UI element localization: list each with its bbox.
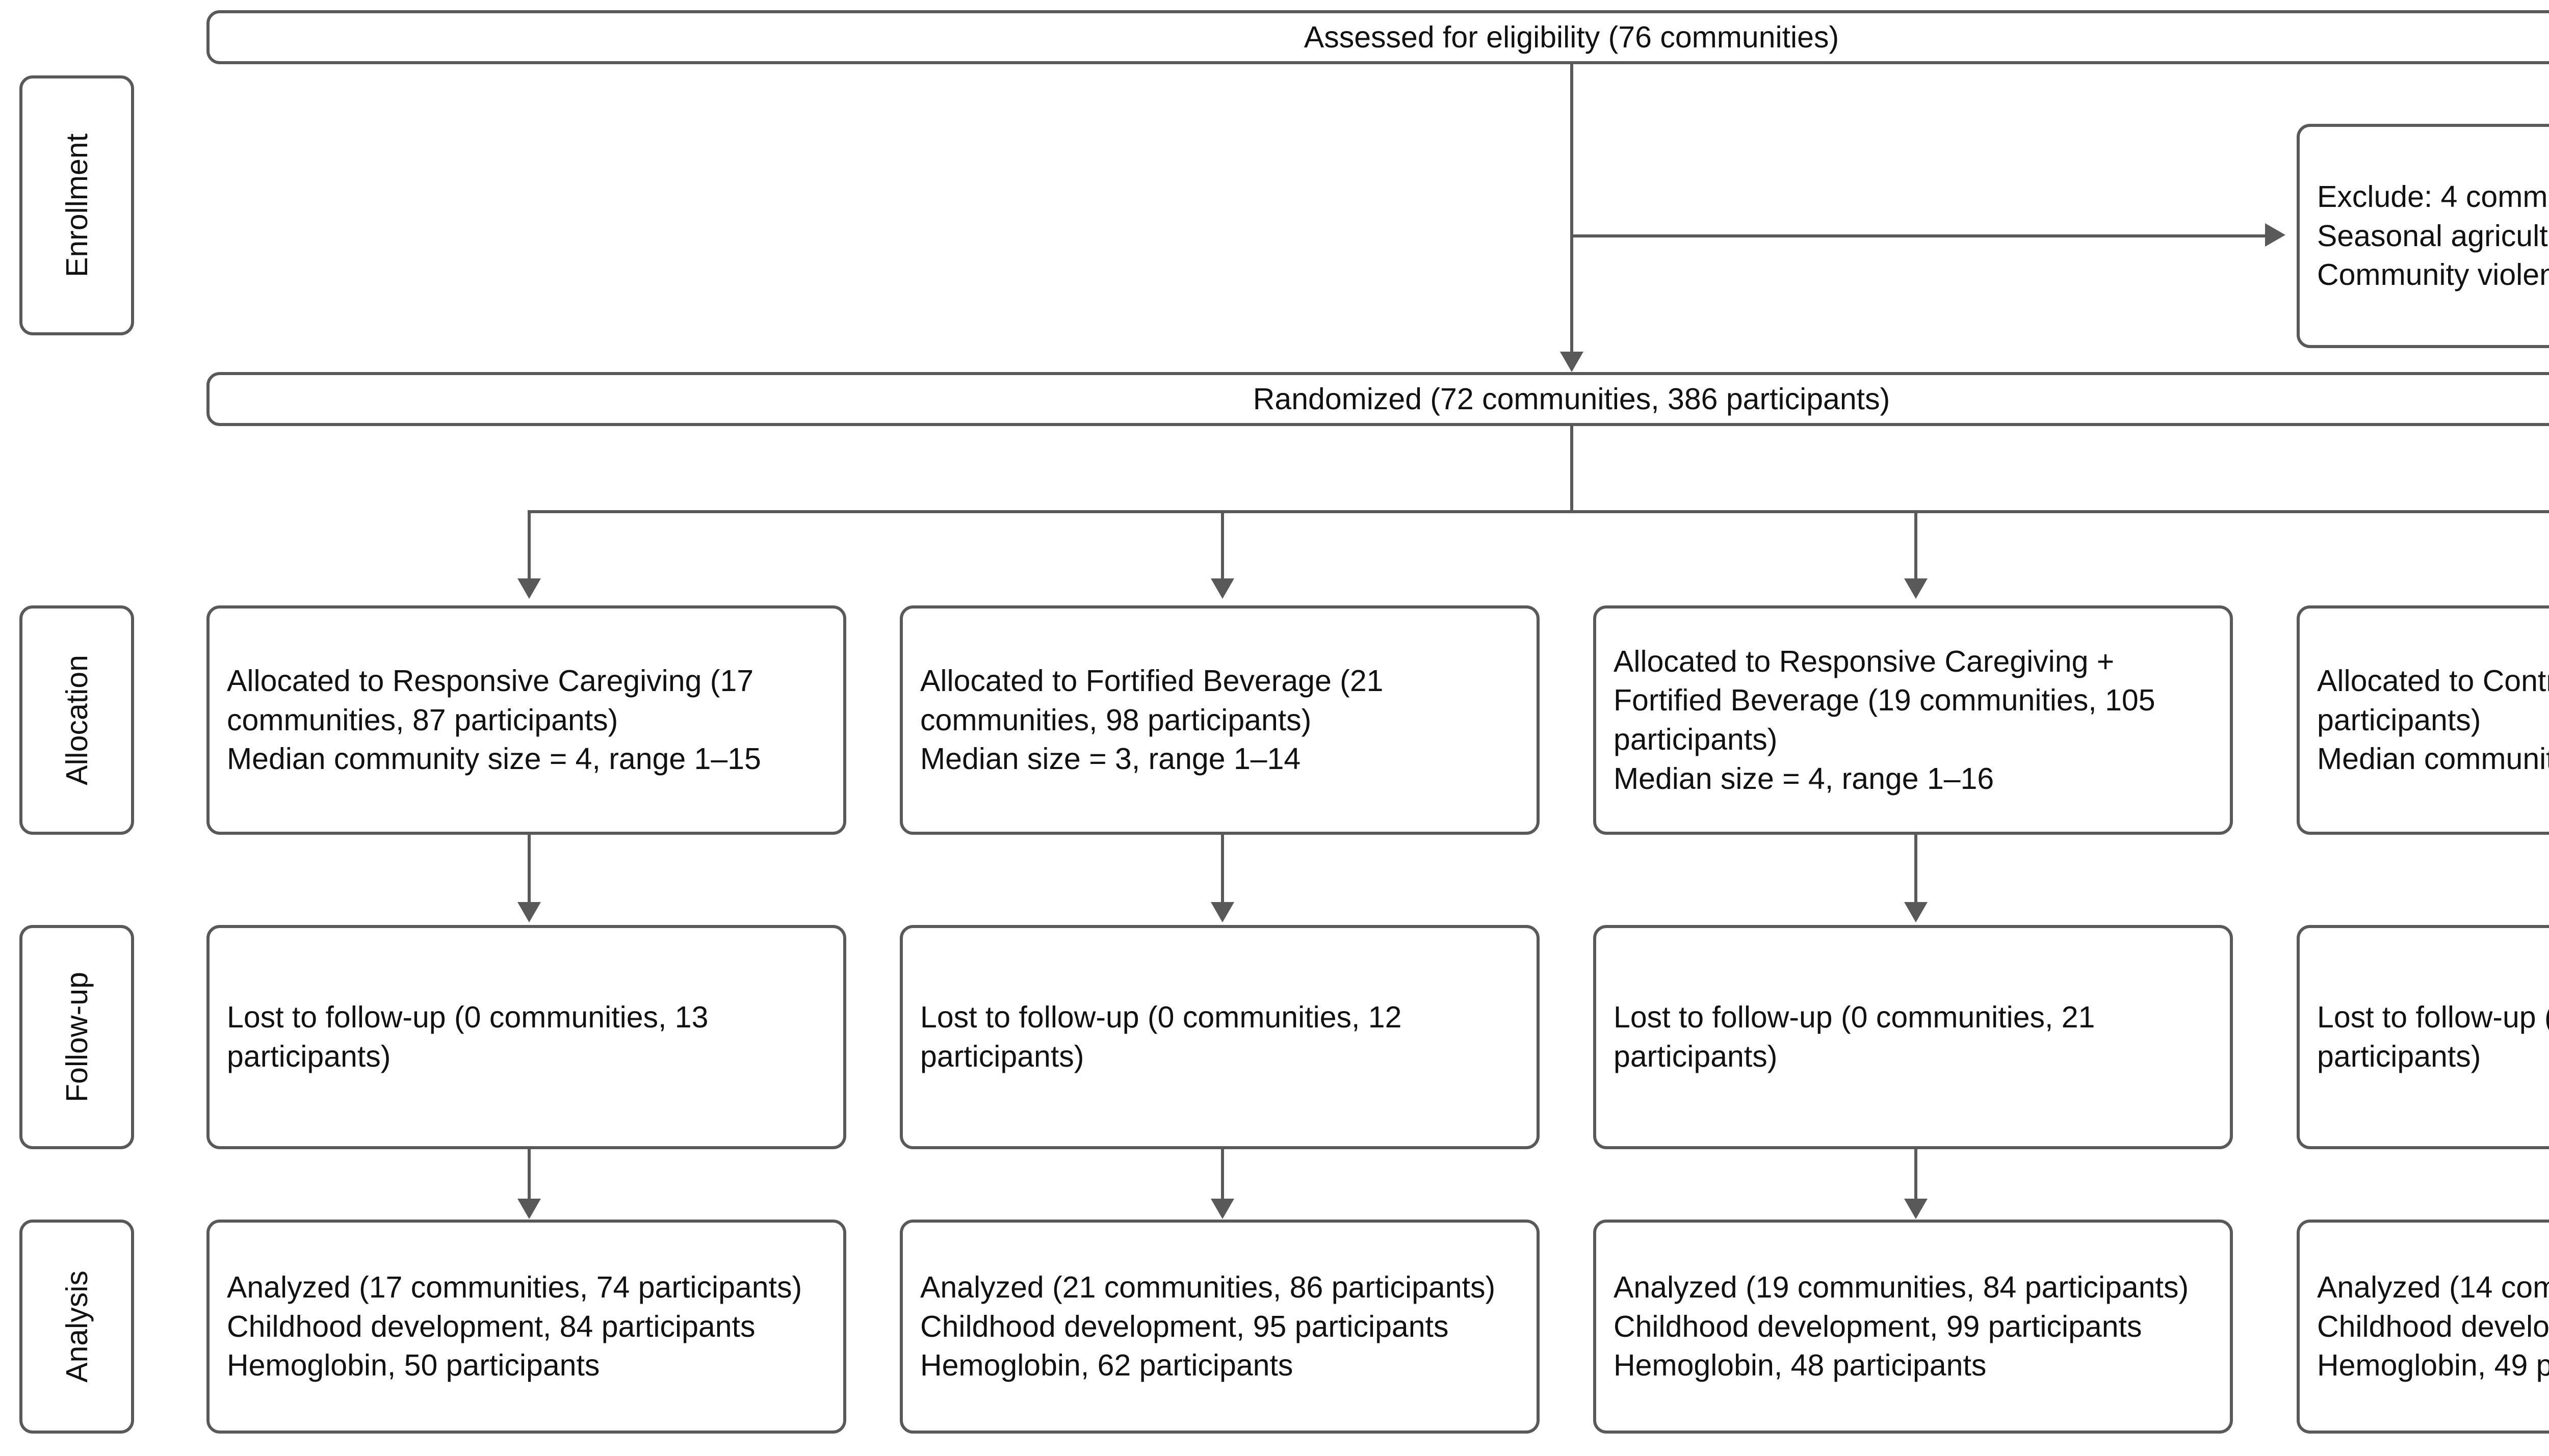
analysis-box-arm-4: Analyzed (14 communities, 85 participant…	[2297, 1220, 2549, 1434]
randomized-text: Randomized (72 communities, 386 particip…	[1253, 382, 1890, 416]
allocation-box-arm-1: Allocated to Responsive Caregiving (17 c…	[206, 605, 846, 835]
followup-text-arm-4: Lost to follow-up (1 communities, 11 par…	[2317, 1000, 2549, 1073]
analysis-box-arm-1: Analyzed (17 communities, 74 participant…	[206, 1220, 846, 1434]
phase-label-analysis-text: Analysis	[60, 1270, 94, 1383]
arrowhead-alloc-to-followup-arm-2	[1211, 902, 1234, 922]
connector-followup-to-analysis-arm-3	[1914, 1149, 1917, 1200]
randomized-box: Randomized (72 communities, 386 particip…	[206, 372, 2549, 426]
allocation-text-arm-1: Allocated to Responsive Caregiving (17 c…	[227, 664, 761, 776]
excluded-box: Exclude: 4 communities Seasonal agricult…	[2297, 124, 2549, 348]
allocation-text-arm-4: Allocated to Control (15 communities, 96…	[2317, 664, 2549, 776]
phase-label-followup-text: Follow-up	[60, 972, 94, 1102]
arrowhead-followup-to-analysis-arm-2	[1211, 1199, 1234, 1219]
allocation-box-arm-3: Allocated to Responsive Caregiving + For…	[1593, 605, 2233, 835]
phase-label-analysis: Analysis	[19, 1220, 134, 1434]
connector-followup-to-analysis-arm-2	[1221, 1149, 1224, 1200]
connector-followup-to-analysis-arm-1	[528, 1149, 531, 1200]
analysis-text-arm-1: Analyzed (17 communities, 74 participant…	[227, 1270, 802, 1383]
followup-box-arm-3: Lost to follow-up (0 communities, 21 par…	[1593, 925, 2233, 1149]
followup-box-arm-2: Lost to follow-up (0 communities, 12 par…	[900, 925, 1540, 1149]
phase-label-enrollment-text: Enrollment	[60, 133, 94, 278]
analysis-text-arm-3: Analyzed (19 communities, 84 participant…	[1614, 1270, 2189, 1383]
arrowhead-alloc-to-followup-arm-3	[1904, 902, 1928, 922]
arrowhead-drop-arm-3	[1904, 578, 1928, 599]
followup-text-arm-1: Lost to follow-up (0 communities, 13 par…	[227, 1000, 709, 1073]
connector-drop-arm-3	[1914, 510, 1917, 581]
allocation-box-arm-4: Allocated to Control (15 communities, 96…	[2297, 605, 2549, 835]
followup-text-arm-2: Lost to follow-up (0 communities, 12 par…	[920, 1000, 1402, 1073]
arrowhead-followup-to-analysis-arm-3	[1904, 1199, 1928, 1219]
connector-drop-arm-2	[1221, 510, 1224, 581]
phase-label-allocation-text: Allocation	[60, 655, 94, 785]
connector-trunk-to-excluded	[1570, 234, 2266, 237]
phase-label-allocation: Allocation	[19, 605, 134, 835]
phase-label-followup: Follow-up	[19, 925, 134, 1149]
connector-assessed-to-randomized	[1570, 64, 1573, 355]
phase-label-enrollment: Enrollment	[19, 75, 134, 335]
connector-drop-arm-1	[528, 510, 531, 581]
connector-alloc-to-followup-arm-3	[1914, 835, 1917, 904]
allocation-text-arm-2: Allocated to Fortified Beverage (21 comm…	[920, 664, 1384, 776]
analysis-box-arm-2: Analyzed (21 communities, 86 participant…	[900, 1220, 1540, 1434]
arrowhead-followup-to-analysis-arm-1	[517, 1199, 541, 1219]
connector-randomized-stem	[1570, 426, 1573, 512]
allocation-box-arm-2: Allocated to Fortified Beverage (21 comm…	[900, 605, 1540, 835]
arrowhead-trunk-to-excluded	[2265, 223, 2285, 247]
analysis-text-arm-2: Analyzed (21 communities, 86 participant…	[920, 1270, 1496, 1383]
assessed-for-eligibility-text: Assessed for eligibility (76 communities…	[1304, 20, 1839, 54]
analysis-box-arm-3: Analyzed (19 communities, 84 participant…	[1593, 1220, 2233, 1434]
allocation-text-arm-3: Allocated to Responsive Caregiving + For…	[1614, 644, 2155, 796]
arrowhead-alloc-to-followup-arm-1	[517, 902, 541, 922]
assessed-for-eligibility-box: Assessed for eligibility (76 communities…	[206, 10, 2549, 64]
analysis-text-arm-4: Analyzed (14 communities, 85 participant…	[2317, 1270, 2549, 1383]
excluded-text: Exclude: 4 communities Seasonal agricult…	[2317, 179, 2549, 292]
connector-alloc-to-followup-arm-1	[528, 835, 531, 904]
arrowhead-drop-arm-1	[517, 578, 541, 599]
arrowhead-drop-arm-2	[1211, 578, 1234, 599]
connector-alloc-to-followup-arm-2	[1221, 835, 1224, 904]
arrowhead-assessed-to-randomized	[1560, 352, 1583, 372]
followup-box-arm-4: Lost to follow-up (1 communities, 11 par…	[2297, 925, 2549, 1149]
followup-box-arm-1: Lost to follow-up (0 communities, 13 par…	[206, 925, 846, 1149]
followup-text-arm-3: Lost to follow-up (0 communities, 21 par…	[1614, 1000, 2095, 1073]
connector-randomized-splitter-bar	[528, 510, 2549, 513]
